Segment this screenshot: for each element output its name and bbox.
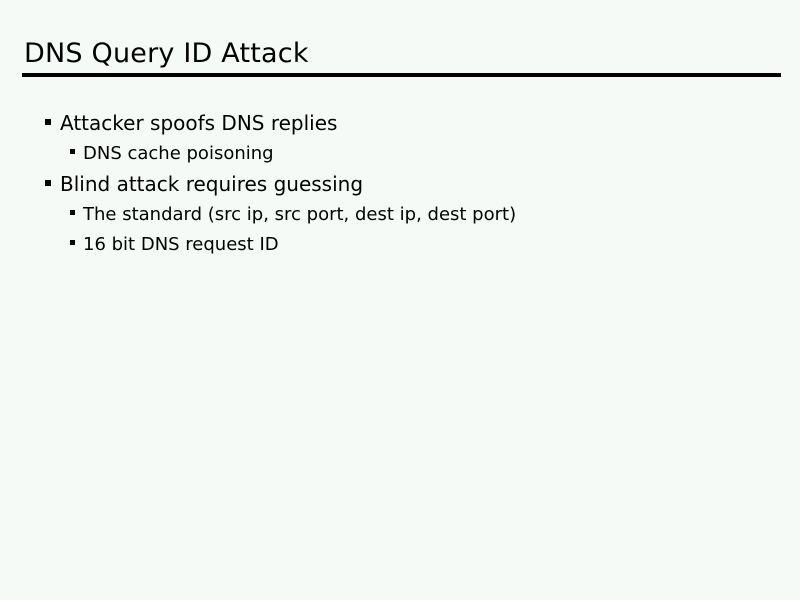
list-item: The standard (src ip, src port, dest ip,… xyxy=(0,200,800,230)
list-item: DNS cache poisoning xyxy=(0,139,800,169)
list-item-label: The standard (src ip, src port, dest ip,… xyxy=(83,204,517,225)
square-bullet-icon xyxy=(45,119,51,125)
square-bullet-icon xyxy=(70,210,75,215)
page-title: DNS Query ID Attack xyxy=(24,38,309,69)
list-item-label: Attacker spoofs DNS replies xyxy=(60,111,338,135)
square-bullet-icon xyxy=(70,240,75,245)
list-item: Attacker spoofs DNS replies xyxy=(0,108,800,139)
square-bullet-icon xyxy=(70,149,75,154)
list-item: 16 bit DNS request ID xyxy=(0,230,800,260)
list-item: Blind attack requires guessing xyxy=(0,169,800,200)
list-item-label: Blind attack requires guessing xyxy=(60,172,364,196)
list-item-label: DNS cache poisoning xyxy=(83,143,274,164)
square-bullet-icon xyxy=(45,180,51,186)
title-underline-rule xyxy=(22,73,781,77)
slide-body-list: Attacker spoofs DNS replies DNS cache po… xyxy=(0,108,800,260)
list-item-label: 16 bit DNS request ID xyxy=(83,234,279,255)
